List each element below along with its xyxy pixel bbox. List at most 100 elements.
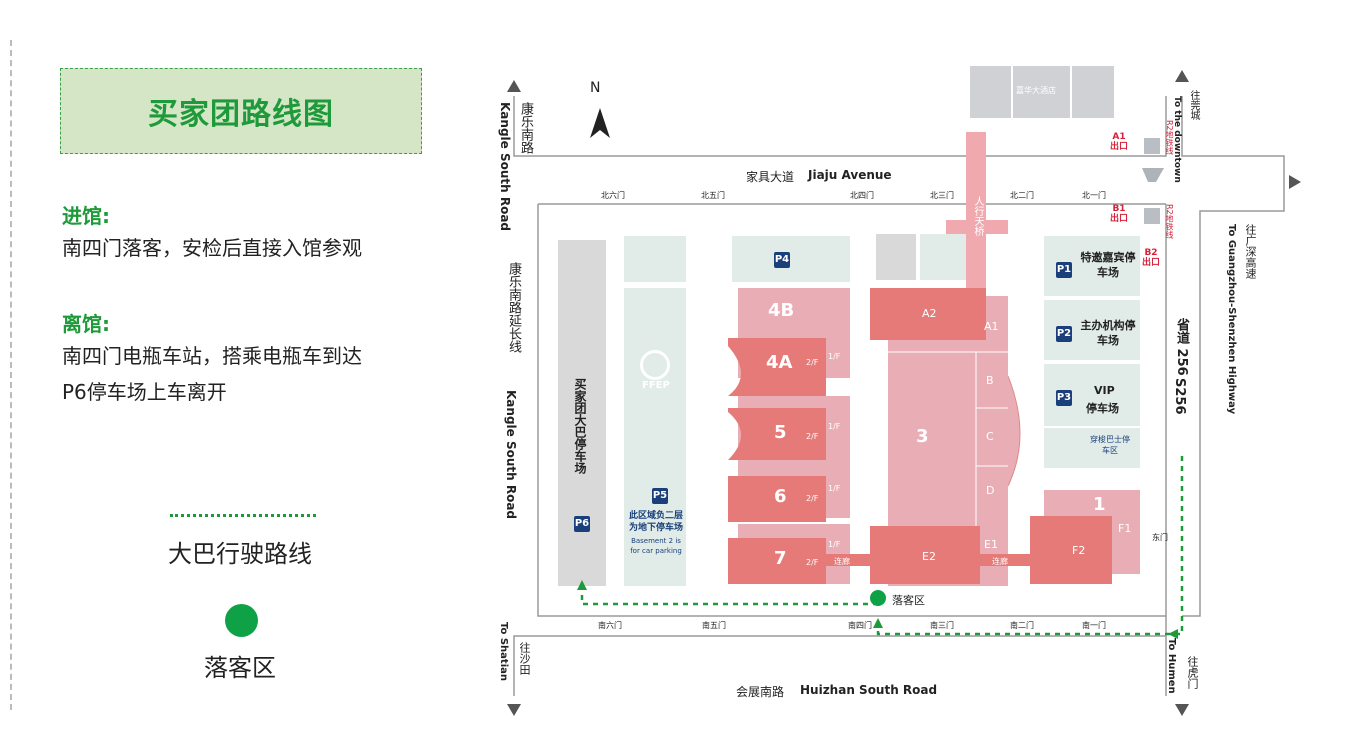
left-dashed-border xyxy=(10,40,12,710)
p5-top-area xyxy=(624,236,686,282)
legend-title: 买家团路线图 xyxy=(148,97,334,132)
bridge-label: 人行天桥 xyxy=(972,196,983,236)
p2-label: 主办机构停车场 xyxy=(1080,319,1136,347)
to-humen-en: To Humen xyxy=(1166,638,1177,694)
road-left-en: Kangle South Road xyxy=(498,102,512,232)
hall-e1-label: E1 xyxy=(984,538,998,551)
arrow-up-right xyxy=(1175,70,1189,82)
hall-7-floor: 2/F xyxy=(806,558,819,567)
road-top-en: Jiaju Avenue xyxy=(808,168,892,182)
p1-label: 特邀嘉宾停车场 xyxy=(1080,251,1136,279)
to-highway-cn: 往广深高速 xyxy=(1244,224,1257,279)
p5-label-en: Basement 2 is for car parking xyxy=(630,537,682,555)
to-shatian-cn: 往沙田 xyxy=(518,642,531,675)
p6-sign-icon: P6 xyxy=(574,516,590,532)
exit-text-1: 南四门电瓶车站，搭乘电瓶车到达 xyxy=(62,344,362,368)
dropoff-map-label: 落客区 xyxy=(892,594,925,607)
hall-4a-floor: 2/F xyxy=(806,358,819,367)
hall-5-label: 5 xyxy=(774,422,787,443)
hall-5-floor: 2/F xyxy=(806,432,819,441)
shuttle-label: 穿梭巴士停车区 xyxy=(1090,435,1130,455)
hall-a2-label: A2 xyxy=(922,307,937,320)
dropoff-legend-dot xyxy=(225,604,258,637)
road-right-en: S256 xyxy=(1172,378,1187,415)
hall-f2-label: F2 xyxy=(1072,544,1086,557)
corridor-east-label: 连廊 xyxy=(992,557,1008,566)
road-outline xyxy=(513,96,1285,696)
road-bottom-cn: 会展南路 xyxy=(736,685,785,699)
north-gate-2: 北二门 xyxy=(1010,191,1034,200)
entry-text: 南四门落客，安检后直接入馆参观 xyxy=(62,236,362,260)
south-gate-1: 南一门 xyxy=(1082,621,1106,630)
road-bottom-en: Huizhan South Road xyxy=(800,683,938,697)
hall-7 xyxy=(728,538,826,584)
corridor-west-label: 连廊 xyxy=(834,557,850,566)
metro-r2-label-top: R2地铁线 xyxy=(1165,120,1174,155)
p5-label-cn: 此区域负二层为地下停车场 xyxy=(628,511,683,533)
to-shatian-en: To Shatian xyxy=(498,622,509,681)
north-gate-1: 北一门 xyxy=(1082,191,1106,200)
north-gate-area xyxy=(920,234,966,280)
hall-c-label: C xyxy=(986,430,994,443)
to-humen-cn: 往虎门 xyxy=(1186,656,1199,689)
north-gate-5: 北五门 xyxy=(701,191,725,200)
hall-e2-label: E2 xyxy=(922,550,936,563)
arrow-down-right xyxy=(1175,704,1189,716)
hall-6-floor: 2/F xyxy=(806,494,819,503)
shuttle-area xyxy=(1044,428,1140,468)
road-top-cn: 家具大道 xyxy=(746,170,795,184)
metro-b1-icon xyxy=(1144,208,1160,224)
corridor-west xyxy=(826,554,870,566)
hall-7-floor1: 1/F xyxy=(828,540,841,549)
route-legend-label: 大巴行驶路线 xyxy=(168,540,312,568)
to-highway-en: To Guangzhou-Shenzhen Highway xyxy=(1226,224,1237,415)
to-downtown-cn: 往莞城 xyxy=(1188,90,1199,120)
p5-area xyxy=(624,288,686,586)
route-arrow-west xyxy=(577,580,587,590)
venue-map: N 嘉华大酒店 家具大道 Jiaju Avenue 会展南路 Huizhan S… xyxy=(476,56,1326,722)
arrow-right xyxy=(1289,175,1301,189)
hall-a1-label: A1 xyxy=(984,320,999,333)
p4-area xyxy=(732,236,850,282)
exit-text-2: P6停车场上车离开 xyxy=(62,380,227,404)
hall-1-label: 1 xyxy=(1093,494,1106,515)
service-block xyxy=(876,234,916,280)
metro-r2-label-bottom: R2地铁线 xyxy=(1165,204,1174,239)
ffep-logo-icon xyxy=(640,350,670,380)
hall-4a xyxy=(728,338,826,396)
south-gate-5: 南五门 xyxy=(702,621,726,630)
hotel-label: 嘉华大酒店 xyxy=(1016,86,1056,95)
south-gate-3: 南三门 xyxy=(930,621,954,630)
hall-3-label: 3 xyxy=(916,426,929,447)
hall-f1-label: F1 xyxy=(1118,522,1132,535)
ffep-logo-text: FFEP xyxy=(642,380,670,391)
hall-4a-label: 4A xyxy=(766,352,793,373)
north-arrow-icon xyxy=(590,108,610,138)
p3-sign-icon: P3 xyxy=(1056,390,1072,406)
route-arrow-east xyxy=(1168,629,1178,639)
p3-label-2: 停车场 xyxy=(1086,402,1119,415)
hall-e2 xyxy=(870,526,980,584)
corridor-east xyxy=(980,554,1030,566)
dropoff-marker xyxy=(870,590,886,606)
hall-6-floor1: 1/F xyxy=(828,484,841,493)
road-left-cn: 康乐南路 xyxy=(518,102,533,154)
road-left-ext-cn: 康乐南路延长线 xyxy=(506,262,521,353)
north-gate-3: 北三门 xyxy=(930,191,954,200)
route-legend-line xyxy=(170,514,316,517)
hall-6 xyxy=(728,476,826,522)
hall-4b-label: 4B xyxy=(768,300,795,321)
venue-boundary xyxy=(537,203,1167,617)
legend-title-box: 买家团路线图 xyxy=(60,68,422,154)
map-drawing xyxy=(507,66,1301,716)
arrow-up-left xyxy=(507,80,521,92)
hall-5-floor1: 1/F xyxy=(828,422,841,431)
hall-a2 xyxy=(870,288,986,340)
north-gate-4: 北四门 xyxy=(850,191,874,200)
entry-heading: 进馆: xyxy=(62,204,110,228)
arrow-down-left xyxy=(507,704,521,716)
north-label: N xyxy=(590,80,601,96)
exit-heading: 离馆: xyxy=(62,312,110,336)
